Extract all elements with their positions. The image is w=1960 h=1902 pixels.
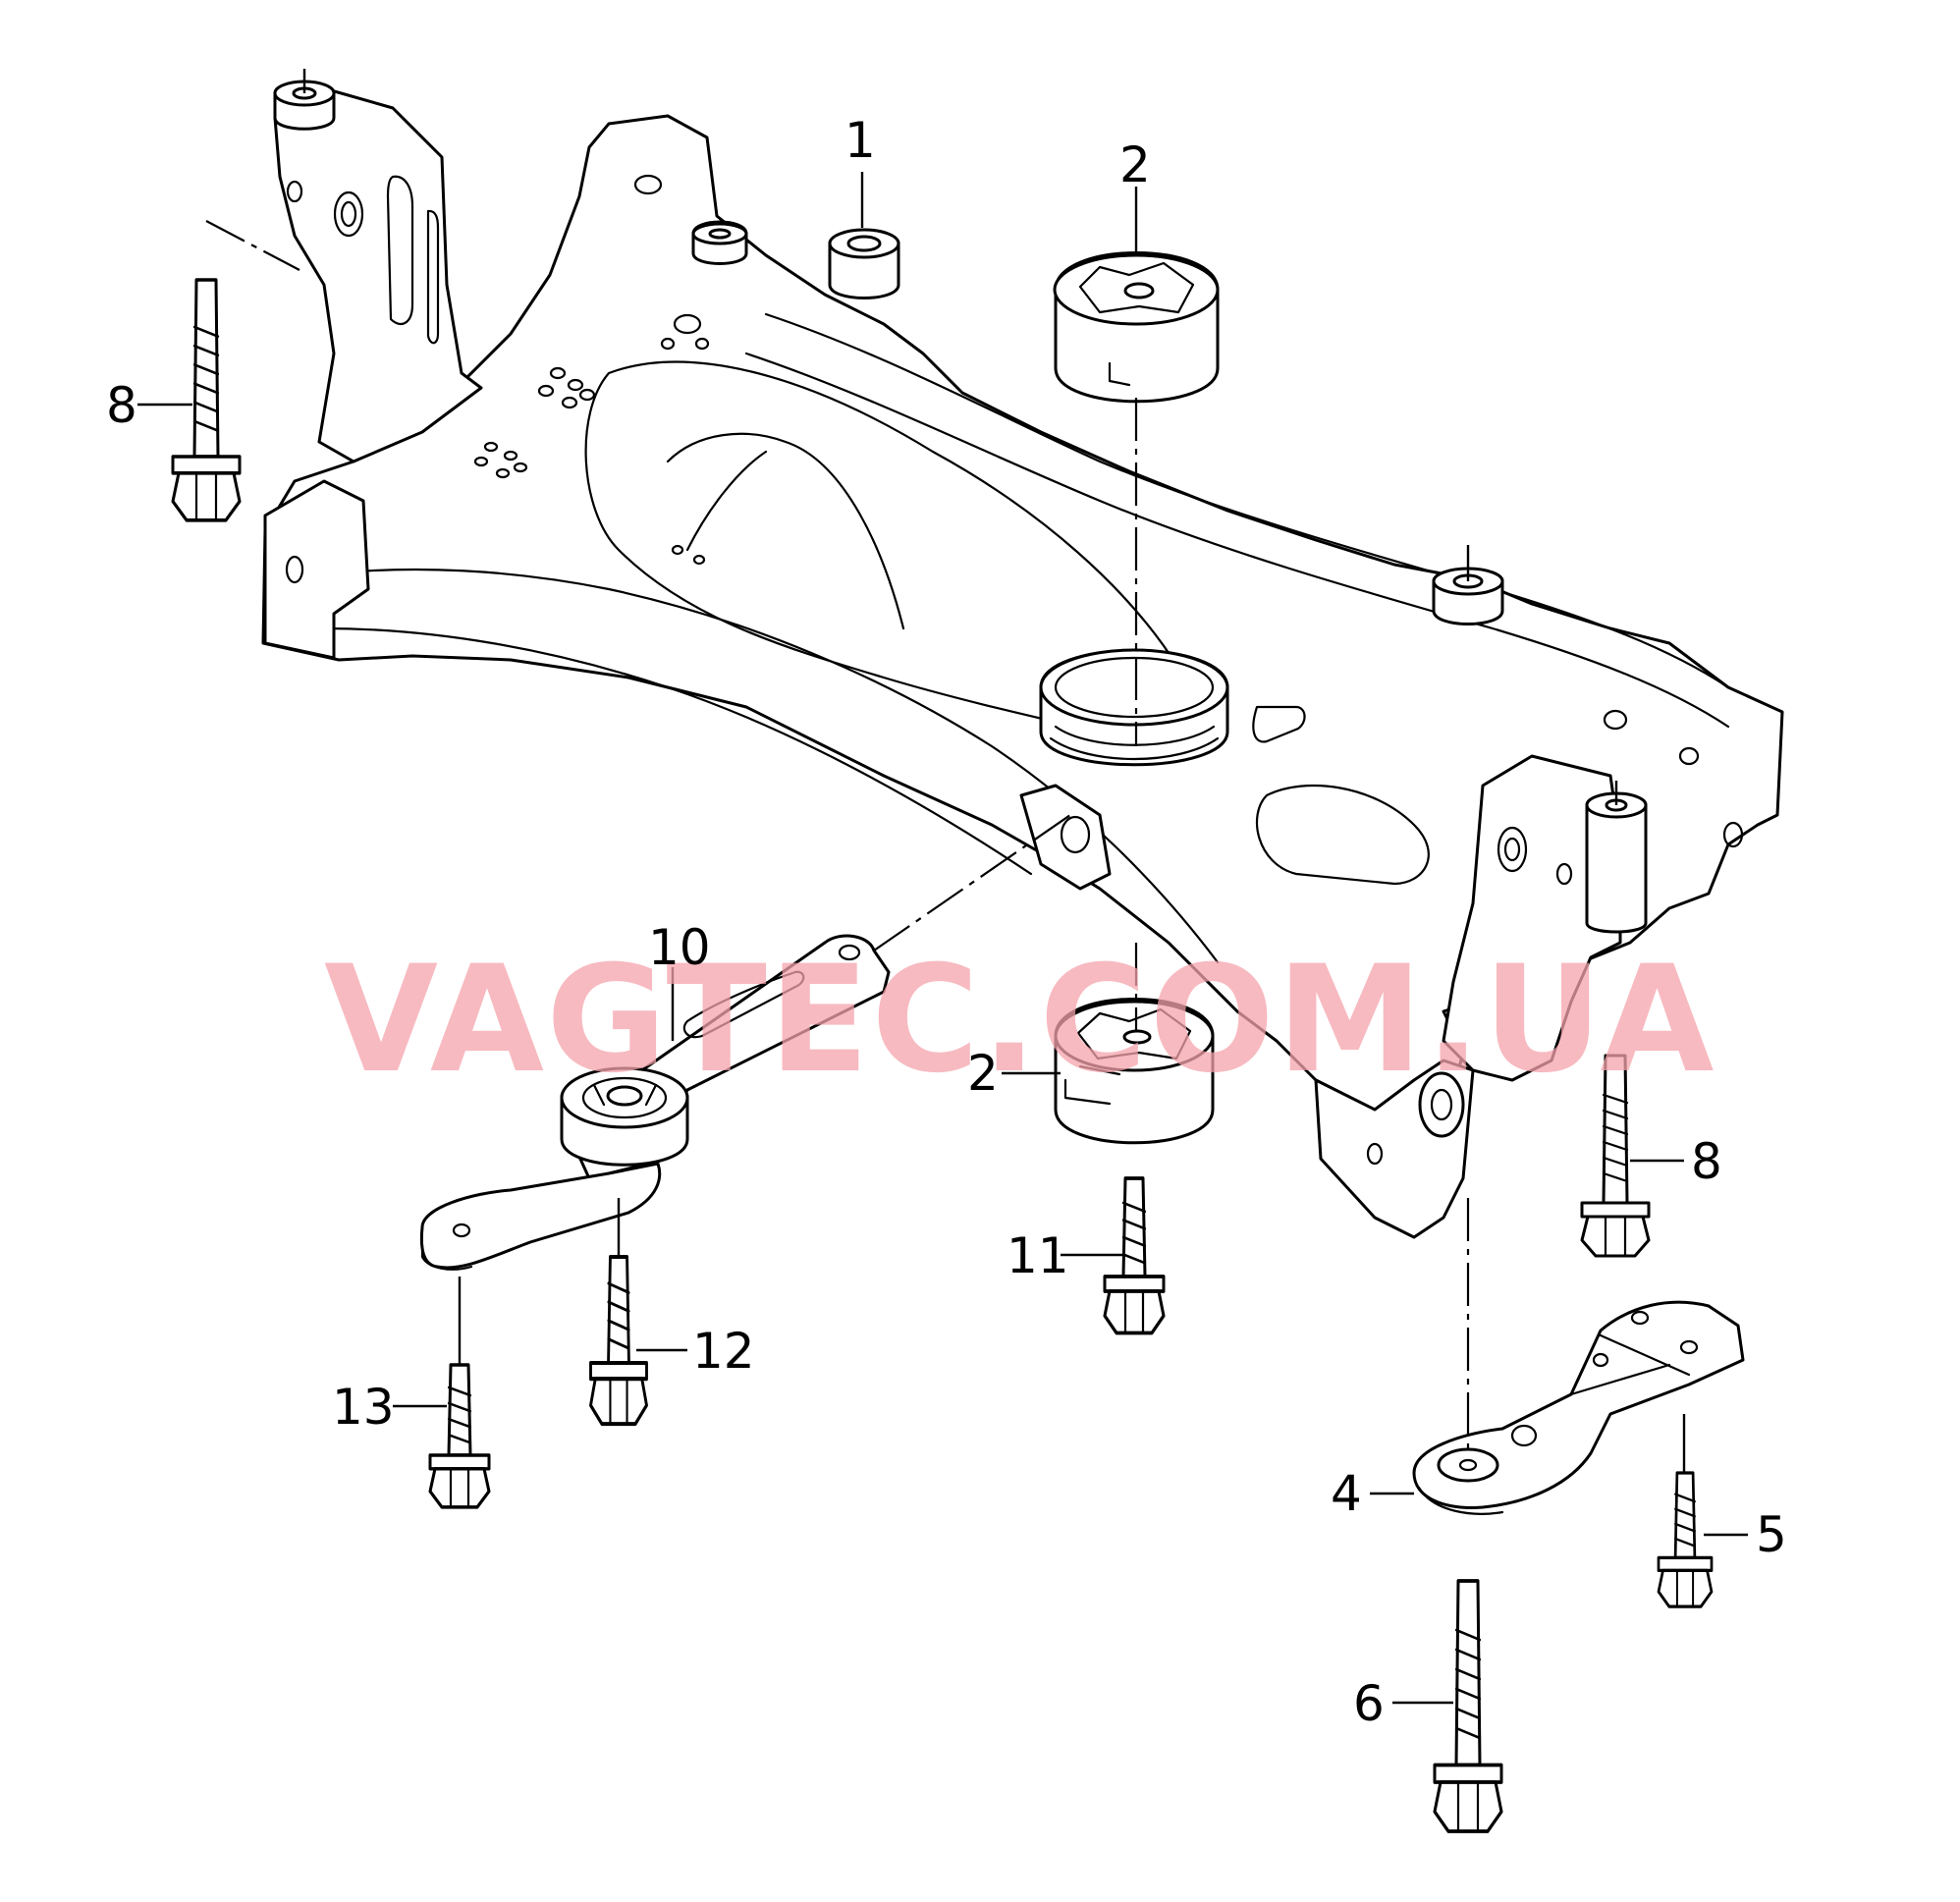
hole-cluster-left xyxy=(473,174,710,566)
bolt-5 xyxy=(1657,1471,1714,1608)
bolt-8-left xyxy=(171,278,242,522)
bolt-12 xyxy=(591,1257,647,1424)
subframe xyxy=(261,69,1784,1239)
part-10-torque-rod xyxy=(419,934,891,1271)
leader-lines xyxy=(137,172,1748,1705)
part-4-bracket xyxy=(1412,1300,1745,1515)
watermark-text: VAGTEC.COM.UA xyxy=(324,935,1715,1106)
bolt-13 xyxy=(428,1363,491,1509)
callout-13: 13 xyxy=(332,1379,395,1436)
callout-12: 12 xyxy=(692,1323,755,1380)
callout-labels: 1 2 2 4 5 6 8 8 10 11 12 13 xyxy=(106,112,1787,1732)
callout-8-right: 8 xyxy=(1691,1133,1722,1190)
callout-5: 5 xyxy=(1756,1506,1787,1563)
part-1-bushing xyxy=(828,228,900,299)
callout-2-lower: 2 xyxy=(967,1045,999,1102)
part-2-lower-mount xyxy=(1054,998,1215,1145)
callout-8-left: 8 xyxy=(106,377,137,434)
bolt-6 xyxy=(1433,1579,1503,1833)
center-mount-cup xyxy=(1039,648,1229,767)
assembly-lines xyxy=(205,220,1470,1453)
part-2-upper-mount xyxy=(1053,251,1220,404)
callout-6: 6 xyxy=(1353,1675,1385,1732)
callout-2-upper: 2 xyxy=(1119,136,1151,193)
callout-11: 11 xyxy=(1007,1227,1069,1284)
callout-10: 10 xyxy=(648,919,711,976)
callout-1: 1 xyxy=(844,112,876,169)
callout-4: 4 xyxy=(1331,1465,1362,1522)
